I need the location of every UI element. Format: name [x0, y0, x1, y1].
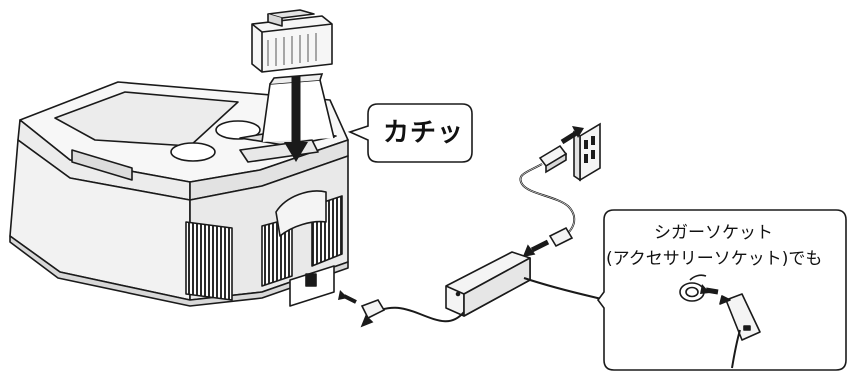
click-sound-label: カチッ — [383, 118, 465, 148]
dc-cord — [373, 306, 465, 323]
battery-pack-icon — [251, 9, 333, 73]
car-socket-plug-icon — [719, 293, 761, 369]
insert-arrow-icon — [284, 76, 308, 162]
plug-arrow-icon — [560, 126, 584, 145]
ac-connector-icon — [522, 226, 574, 258]
ac-adapter-icon — [445, 251, 531, 317]
click-callout-bubble — [347, 103, 473, 163]
cigarette-socket-box — [597, 209, 847, 371]
car-plug-arrow-icon — [700, 284, 719, 295]
accessory-socket-label: (アクセサリーソケット)でも — [606, 249, 823, 269]
ac-plug-icon — [538, 144, 568, 174]
dc-plug-icon — [360, 299, 386, 328]
ac-cord-inner — [520, 163, 575, 241]
cigarette-socket-label: シガーソケット — [654, 223, 773, 243]
car-cord — [523, 277, 607, 301]
dc-plug-arrow-icon — [338, 290, 357, 304]
